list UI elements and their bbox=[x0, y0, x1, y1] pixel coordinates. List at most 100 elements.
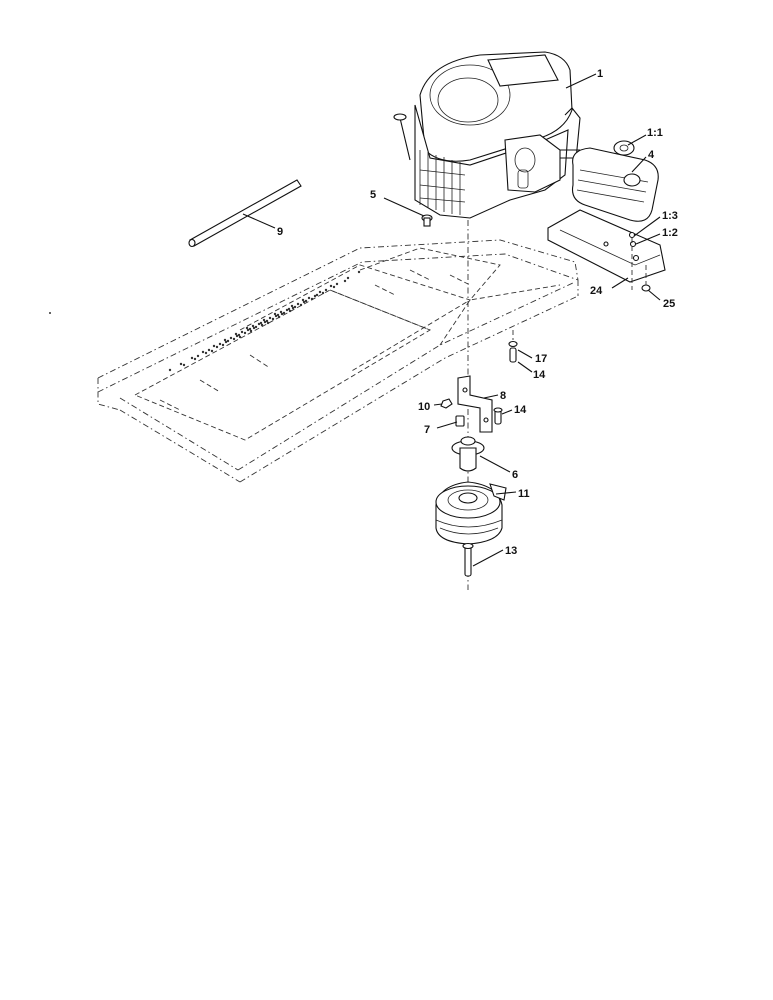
deck-hole bbox=[229, 336, 233, 340]
stray-dot bbox=[49, 312, 51, 314]
clutch-bolt bbox=[462, 542, 474, 577]
deck-hole bbox=[240, 330, 244, 334]
deck-hole bbox=[237, 333, 241, 337]
deck-hole bbox=[302, 300, 306, 304]
deck-hole bbox=[271, 317, 275, 321]
deck-hole bbox=[273, 312, 277, 316]
mower-frame bbox=[97, 239, 579, 483]
deck-hole bbox=[291, 306, 295, 310]
deck-hole bbox=[285, 308, 289, 312]
deck-hole bbox=[226, 339, 230, 343]
callout-14-lower: 14 bbox=[514, 404, 527, 416]
callout-5: 5 bbox=[370, 189, 376, 201]
callout-17: 17 bbox=[535, 353, 547, 365]
deck-hole bbox=[296, 302, 300, 306]
deck-hole bbox=[212, 344, 216, 348]
electric-clutch bbox=[435, 481, 507, 545]
deck-hole bbox=[246, 328, 250, 332]
deck-hole bbox=[207, 348, 211, 352]
deck-hole bbox=[288, 309, 292, 313]
heat-shield bbox=[547, 209, 666, 283]
deck-hole bbox=[282, 311, 286, 315]
deck-hole bbox=[321, 291, 325, 295]
callout-1-1: 1:1 bbox=[647, 127, 663, 139]
deck-hole bbox=[254, 325, 258, 329]
deck-hole bbox=[268, 316, 272, 320]
deck-hole bbox=[277, 315, 281, 319]
deck-hole bbox=[318, 290, 322, 294]
deck-hole bbox=[234, 332, 238, 336]
deck-hole-pattern bbox=[168, 270, 361, 372]
callout-10: 10 bbox=[418, 401, 430, 413]
deck-hole bbox=[266, 321, 270, 325]
callout-1: 1 bbox=[597, 68, 603, 80]
deck-hole bbox=[343, 279, 347, 283]
callout-labels: 1 1:1 4 1:3 1:2 24 25 5 9 17 14 8 10 14 … bbox=[277, 68, 678, 557]
deck-hole bbox=[307, 296, 311, 300]
deck-hole bbox=[257, 322, 261, 326]
clutch-bracket bbox=[440, 375, 503, 433]
deck-hole bbox=[248, 327, 252, 331]
deck-hole bbox=[243, 331, 247, 335]
deck-hole bbox=[210, 349, 214, 353]
deck-hole bbox=[324, 288, 328, 292]
deck-hole bbox=[329, 284, 333, 288]
callout-1-3: 1:3 bbox=[662, 210, 678, 222]
spacer bbox=[451, 436, 485, 472]
deck-hole bbox=[215, 345, 219, 349]
deck-hole bbox=[260, 323, 264, 327]
deck-hole bbox=[313, 294, 317, 298]
deck-hole bbox=[346, 276, 350, 280]
deck-hole bbox=[168, 368, 172, 372]
deck-hole bbox=[335, 282, 339, 286]
deck-hole bbox=[190, 356, 194, 360]
deck-hole bbox=[276, 313, 280, 317]
callout-25: 25 bbox=[663, 298, 675, 310]
rod bbox=[188, 179, 302, 248]
deck-hole bbox=[293, 305, 297, 309]
deck-hole bbox=[279, 310, 283, 314]
deck-hole bbox=[221, 343, 225, 347]
deck-hole bbox=[299, 303, 303, 307]
deck-hole bbox=[310, 297, 314, 301]
deck-hole bbox=[224, 340, 228, 344]
callout-7: 7 bbox=[424, 424, 430, 436]
deck-hole bbox=[196, 354, 200, 358]
muffler bbox=[571, 140, 659, 222]
callout-24: 24 bbox=[590, 285, 603, 297]
callout-4: 4 bbox=[648, 149, 655, 161]
deck-hole bbox=[287, 307, 291, 311]
fasteners-upper bbox=[508, 330, 518, 363]
deck-hole bbox=[280, 312, 284, 316]
deck-hole bbox=[249, 329, 253, 333]
callout-14-upper: 14 bbox=[533, 369, 546, 381]
deck-hole bbox=[304, 299, 308, 303]
deck-hole bbox=[223, 338, 227, 342]
deck-hole bbox=[332, 285, 336, 289]
deck-hole bbox=[201, 350, 205, 354]
deck-hole bbox=[315, 293, 319, 297]
callout-9: 9 bbox=[277, 226, 283, 238]
deck-hole bbox=[252, 326, 256, 330]
deck-hole bbox=[301, 298, 305, 302]
deck-hole bbox=[290, 304, 294, 308]
leader-lines bbox=[242, 73, 661, 567]
deck-hole bbox=[357, 270, 361, 274]
callout-1-2: 1:2 bbox=[662, 227, 678, 239]
deck-hole bbox=[245, 326, 249, 330]
callout-11: 11 bbox=[518, 488, 530, 500]
deck-hole bbox=[218, 342, 222, 346]
deck-hole bbox=[259, 321, 263, 325]
callout-8: 8 bbox=[500, 390, 506, 402]
callout-13: 13 bbox=[505, 545, 517, 557]
deck-hole bbox=[204, 351, 208, 355]
deck-hole bbox=[193, 357, 197, 361]
deck-hole bbox=[265, 319, 269, 323]
engine-mount-bolt bbox=[421, 214, 433, 227]
callout-6: 6 bbox=[512, 469, 518, 481]
deck-hole bbox=[263, 320, 267, 324]
deck-hole bbox=[179, 362, 183, 366]
deck-hole bbox=[251, 324, 255, 328]
deck-hole bbox=[274, 314, 278, 318]
